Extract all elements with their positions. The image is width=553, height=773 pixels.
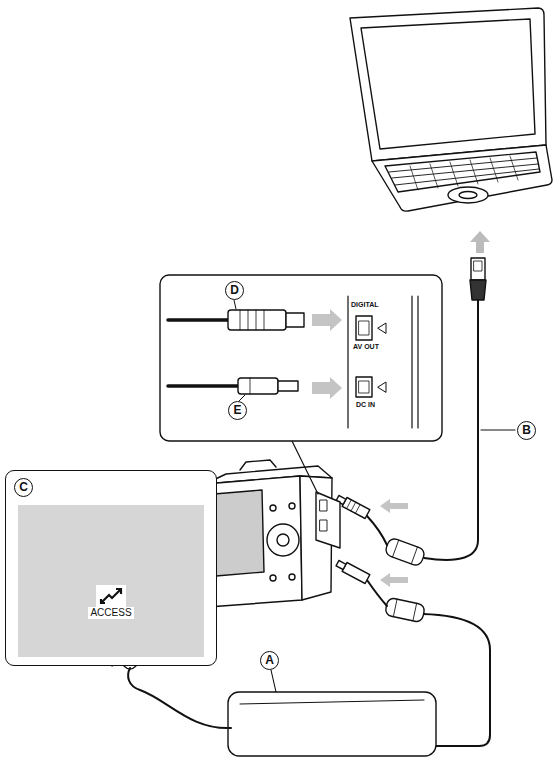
zoom-inset-part (239, 395, 245, 401)
usb-cable-part (470, 280, 486, 300)
cable-plug-part (342, 497, 370, 518)
callout-letter: C (14, 478, 33, 497)
zoom-inset-part (286, 313, 304, 327)
zoom-inset-part (378, 382, 386, 392)
camera-screen: ACCESS (18, 505, 204, 657)
camera-part (270, 505, 276, 511)
screen-inset: C ACCESS (5, 470, 217, 666)
zoom-inset-part (228, 310, 286, 330)
ferrite-core-part (384, 537, 426, 567)
zoom-inset-part (356, 377, 372, 397)
ac-adapter (112, 657, 436, 756)
zoom-leader (292, 441, 318, 494)
usb-cable-part (471, 258, 485, 280)
zoom-inset-part (312, 309, 342, 331)
port-label: DIGITAL (350, 301, 379, 309)
callout-letter: A (260, 651, 279, 670)
laptop-part (361, 19, 535, 149)
port-label: AV OUT (352, 343, 380, 351)
camera-part (205, 476, 302, 607)
laptop-part (410, 156, 518, 190)
direction-arrow (470, 231, 490, 253)
ferrite-core-part (393, 599, 416, 621)
ferrite-core-part (385, 597, 426, 623)
zoom-inset-part (168, 318, 228, 322)
cable-plug (335, 559, 370, 584)
camera (205, 460, 340, 607)
laptop-part (459, 192, 477, 199)
ac-adapter-part (228, 692, 436, 756)
camera-part (277, 534, 289, 546)
zoom-inset-part (240, 310, 264, 330)
zoom-inset-part (168, 384, 238, 388)
zoom-inset-part (250, 378, 251, 394)
cable-plug-part (342, 562, 370, 583)
zoom-inset-part (356, 316, 372, 340)
callout-leader (481, 429, 515, 430)
callout-letter: D (225, 281, 244, 300)
zoom-inset-part (234, 300, 236, 309)
direction-arrow (380, 499, 408, 513)
plug-cable (367, 516, 387, 545)
zoom-inset-part (238, 378, 278, 394)
camera-part (316, 492, 340, 548)
camera-part (320, 500, 327, 511)
cable-plug-part (347, 500, 361, 514)
ferrite-core (384, 537, 426, 567)
laptop-part (372, 145, 552, 211)
camera-part (214, 490, 264, 576)
ac-adapter-part (240, 700, 424, 704)
laptop (350, 8, 552, 211)
ac-adapter-part (271, 670, 276, 692)
direction-arrow (380, 573, 408, 587)
camera-part (320, 520, 327, 531)
zoom-inset-part (378, 323, 386, 333)
zoom-inset-part (312, 377, 342, 399)
zoom-inset-part (160, 275, 442, 441)
plug-cable (367, 580, 387, 606)
laptop-part (448, 187, 488, 203)
ferrite-core-part (393, 540, 418, 564)
access-icon-part (101, 589, 121, 603)
zoom-inset-part (359, 321, 369, 335)
callout-letter: B (517, 421, 536, 440)
laptop-part (385, 152, 540, 192)
camera-part (270, 575, 276, 581)
ferrite-core (385, 597, 426, 623)
port-label: DC IN (355, 401, 376, 409)
laptop-part (350, 8, 546, 161)
zoom-inset-part (278, 381, 298, 391)
cable-plug-part (336, 560, 346, 569)
status-text: ACCESS (88, 607, 133, 619)
access-icon (96, 585, 126, 607)
camera-part (267, 524, 299, 556)
camera-part (289, 503, 295, 509)
zoom-inset-part (359, 381, 369, 393)
camera-part (289, 574, 295, 580)
usb-cable-part (474, 261, 482, 271)
zoom-inset (160, 275, 442, 441)
ac-adapter-part (128, 668, 231, 728)
zoom-inset-part (348, 296, 418, 428)
camera-part (240, 460, 276, 470)
callout-letter: E (228, 401, 247, 420)
